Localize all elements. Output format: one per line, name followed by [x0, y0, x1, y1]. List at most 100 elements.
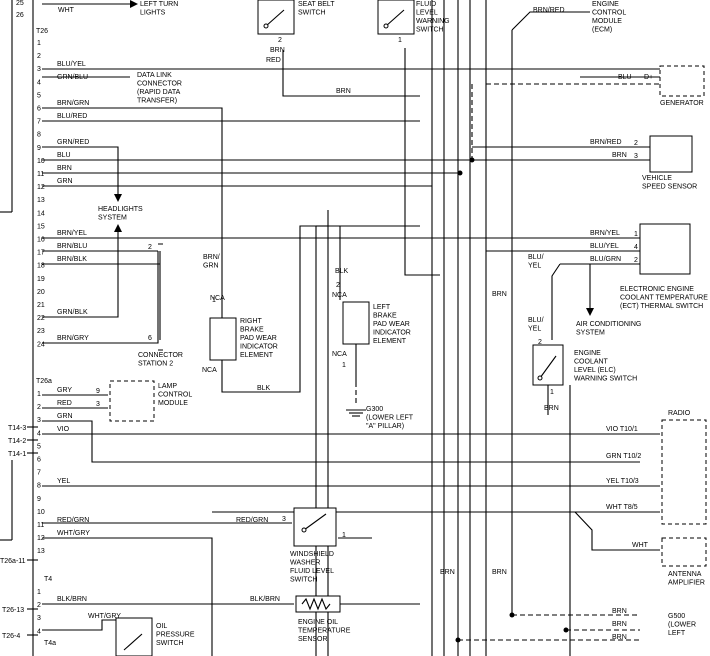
coolant-switch-symbol	[537, 355, 557, 381]
wire-t4-4: WHT/GRY	[88, 613, 121, 620]
label-brn-v: BRN	[492, 291, 507, 298]
connector-station-marks	[158, 243, 164, 351]
label-wht: WHT	[632, 542, 649, 549]
label-red: RED	[266, 57, 281, 64]
wire-t26-4: GRN/BLU	[57, 74, 88, 81]
label-blk-2: BLK	[335, 268, 349, 275]
svg-text:1: 1	[398, 37, 402, 44]
svg-text:2: 2	[278, 37, 282, 44]
wire-t26-17: BRN/BLK	[57, 256, 87, 263]
wire-t4-1: BLK/BRN	[57, 596, 87, 603]
t26a-pin-8: 8	[37, 483, 41, 490]
label-brn-red-vss: BRN/RED	[590, 139, 622, 146]
wire-label-wht-top: WHT	[58, 7, 75, 14]
label-vio-t10: VIO T10/1	[606, 426, 638, 433]
svg-text:6: 6	[148, 335, 152, 342]
t26a-pin-6: 6	[37, 457, 41, 464]
wire-t26-16: BRN/BLU	[57, 243, 87, 250]
wire-t26-6: BRN/GRN	[57, 100, 89, 107]
label-brn-grn-v: BRN/GRN	[203, 254, 220, 270]
wire-t26-24: BRN/GRY	[57, 335, 89, 342]
wire-t26a-1: GRY	[57, 387, 72, 394]
t26-pin-12: 12	[37, 184, 45, 191]
label-grn-t10: GRN T10/2	[606, 453, 641, 460]
t4-pin-3: 3	[37, 615, 41, 622]
label-blu-yel-v2: BLU/YEL	[528, 317, 544, 333]
svg-text:9: 9	[96, 388, 100, 395]
radio-box	[661, 419, 707, 525]
wire-t26-15: BRN/YEL	[57, 230, 87, 237]
label-brn-g500-2: BRN	[612, 621, 627, 628]
t26a-pin-7: 7	[37, 470, 41, 477]
t4-pin-2: 2	[37, 602, 41, 609]
label-brn-vss: BRN	[612, 152, 627, 159]
pin-number-labels: 2 1 2 3 1 4 2 1 2 1 2 1 2 6 9 3 3 1	[96, 37, 638, 539]
wire-t26a-2: RED	[57, 400, 72, 407]
antenna-box	[661, 537, 707, 567]
t26a-pin-13: 13	[37, 548, 45, 555]
wire-t26a-4: VIO	[57, 426, 70, 433]
t26-pin-5: 5	[37, 92, 41, 99]
fluid-level-switch-symbol	[377, 0, 415, 35]
washer-switch-symbol	[293, 507, 337, 547]
svg-text:1: 1	[212, 297, 216, 304]
wire-t26-10: BLU	[57, 152, 71, 159]
wire-t26-11: BRN	[57, 165, 72, 172]
t26a-pin-9: 9	[37, 496, 41, 503]
label-blk: BLK	[257, 385, 271, 392]
wires	[42, 0, 660, 656]
nca-label-4: NCA	[332, 351, 347, 358]
t26-pin-3: 3	[37, 66, 41, 73]
wire-t26-7: BLU/RED	[57, 113, 87, 120]
ect-box	[639, 223, 691, 275]
t26-header: T26	[36, 28, 48, 35]
t26-pin-10: 10	[37, 158, 45, 165]
label-yel-t10: YEL T10/3	[606, 478, 639, 485]
wire-t26-9: GRN/RED	[57, 139, 89, 146]
svg-text:1: 1	[634, 231, 638, 238]
seat-belt-switch-symbol	[257, 0, 295, 35]
t26-pin-2: 2	[37, 53, 41, 60]
t26-pin-1: 1	[37, 40, 41, 47]
nca-label-1: NCA	[210, 295, 225, 302]
label-brn-yel-ect: BRN/YEL	[590, 230, 620, 237]
t26-pin-20: 20	[37, 289, 45, 296]
wire-t26-22: GRN/BLK	[57, 309, 88, 316]
wire-t26-3: BLU/YEL	[57, 61, 86, 68]
wire-t26a-3: GRN	[57, 413, 73, 420]
t4-header: T4	[44, 576, 52, 583]
label-brn-elc: BRN	[544, 405, 559, 412]
label-brn-bottom-2: BRN	[492, 569, 507, 576]
oil-temp-sensor-symbol	[295, 595, 341, 613]
t26a-pin-11: 11	[37, 522, 44, 529]
t26-pin-13: 13	[37, 197, 45, 204]
label-blk-brn: BLK/BRN	[250, 596, 280, 603]
label-wht-t85: WHT T8/5	[606, 504, 638, 511]
label-blu-grn-ect: BLU/GRN	[590, 256, 621, 263]
label-brn: BRN	[270, 47, 285, 54]
t26-pin-22: 22	[37, 315, 45, 322]
wire-color-labels: BLU/YEL GRN/BLU BRN/GRN BLU/RED GRN/RED …	[57, 7, 649, 641]
wire-t26a-8: YEL	[57, 478, 70, 485]
wire-t26a-11: RED/GRN	[57, 517, 89, 524]
nca-label-2: NCA	[202, 367, 217, 374]
label-brn-bottom-1: BRN	[440, 569, 455, 576]
t26-pin-4: 4	[37, 79, 41, 86]
t26-pin-21: 21	[37, 302, 45, 309]
t26a-pin-3: 3	[37, 417, 41, 424]
label-brn-g500-1: BRN	[612, 608, 627, 615]
t26-pin-24: 24	[37, 341, 45, 348]
arrow-left-turn	[130, 0, 138, 8]
vss-box	[649, 135, 693, 173]
